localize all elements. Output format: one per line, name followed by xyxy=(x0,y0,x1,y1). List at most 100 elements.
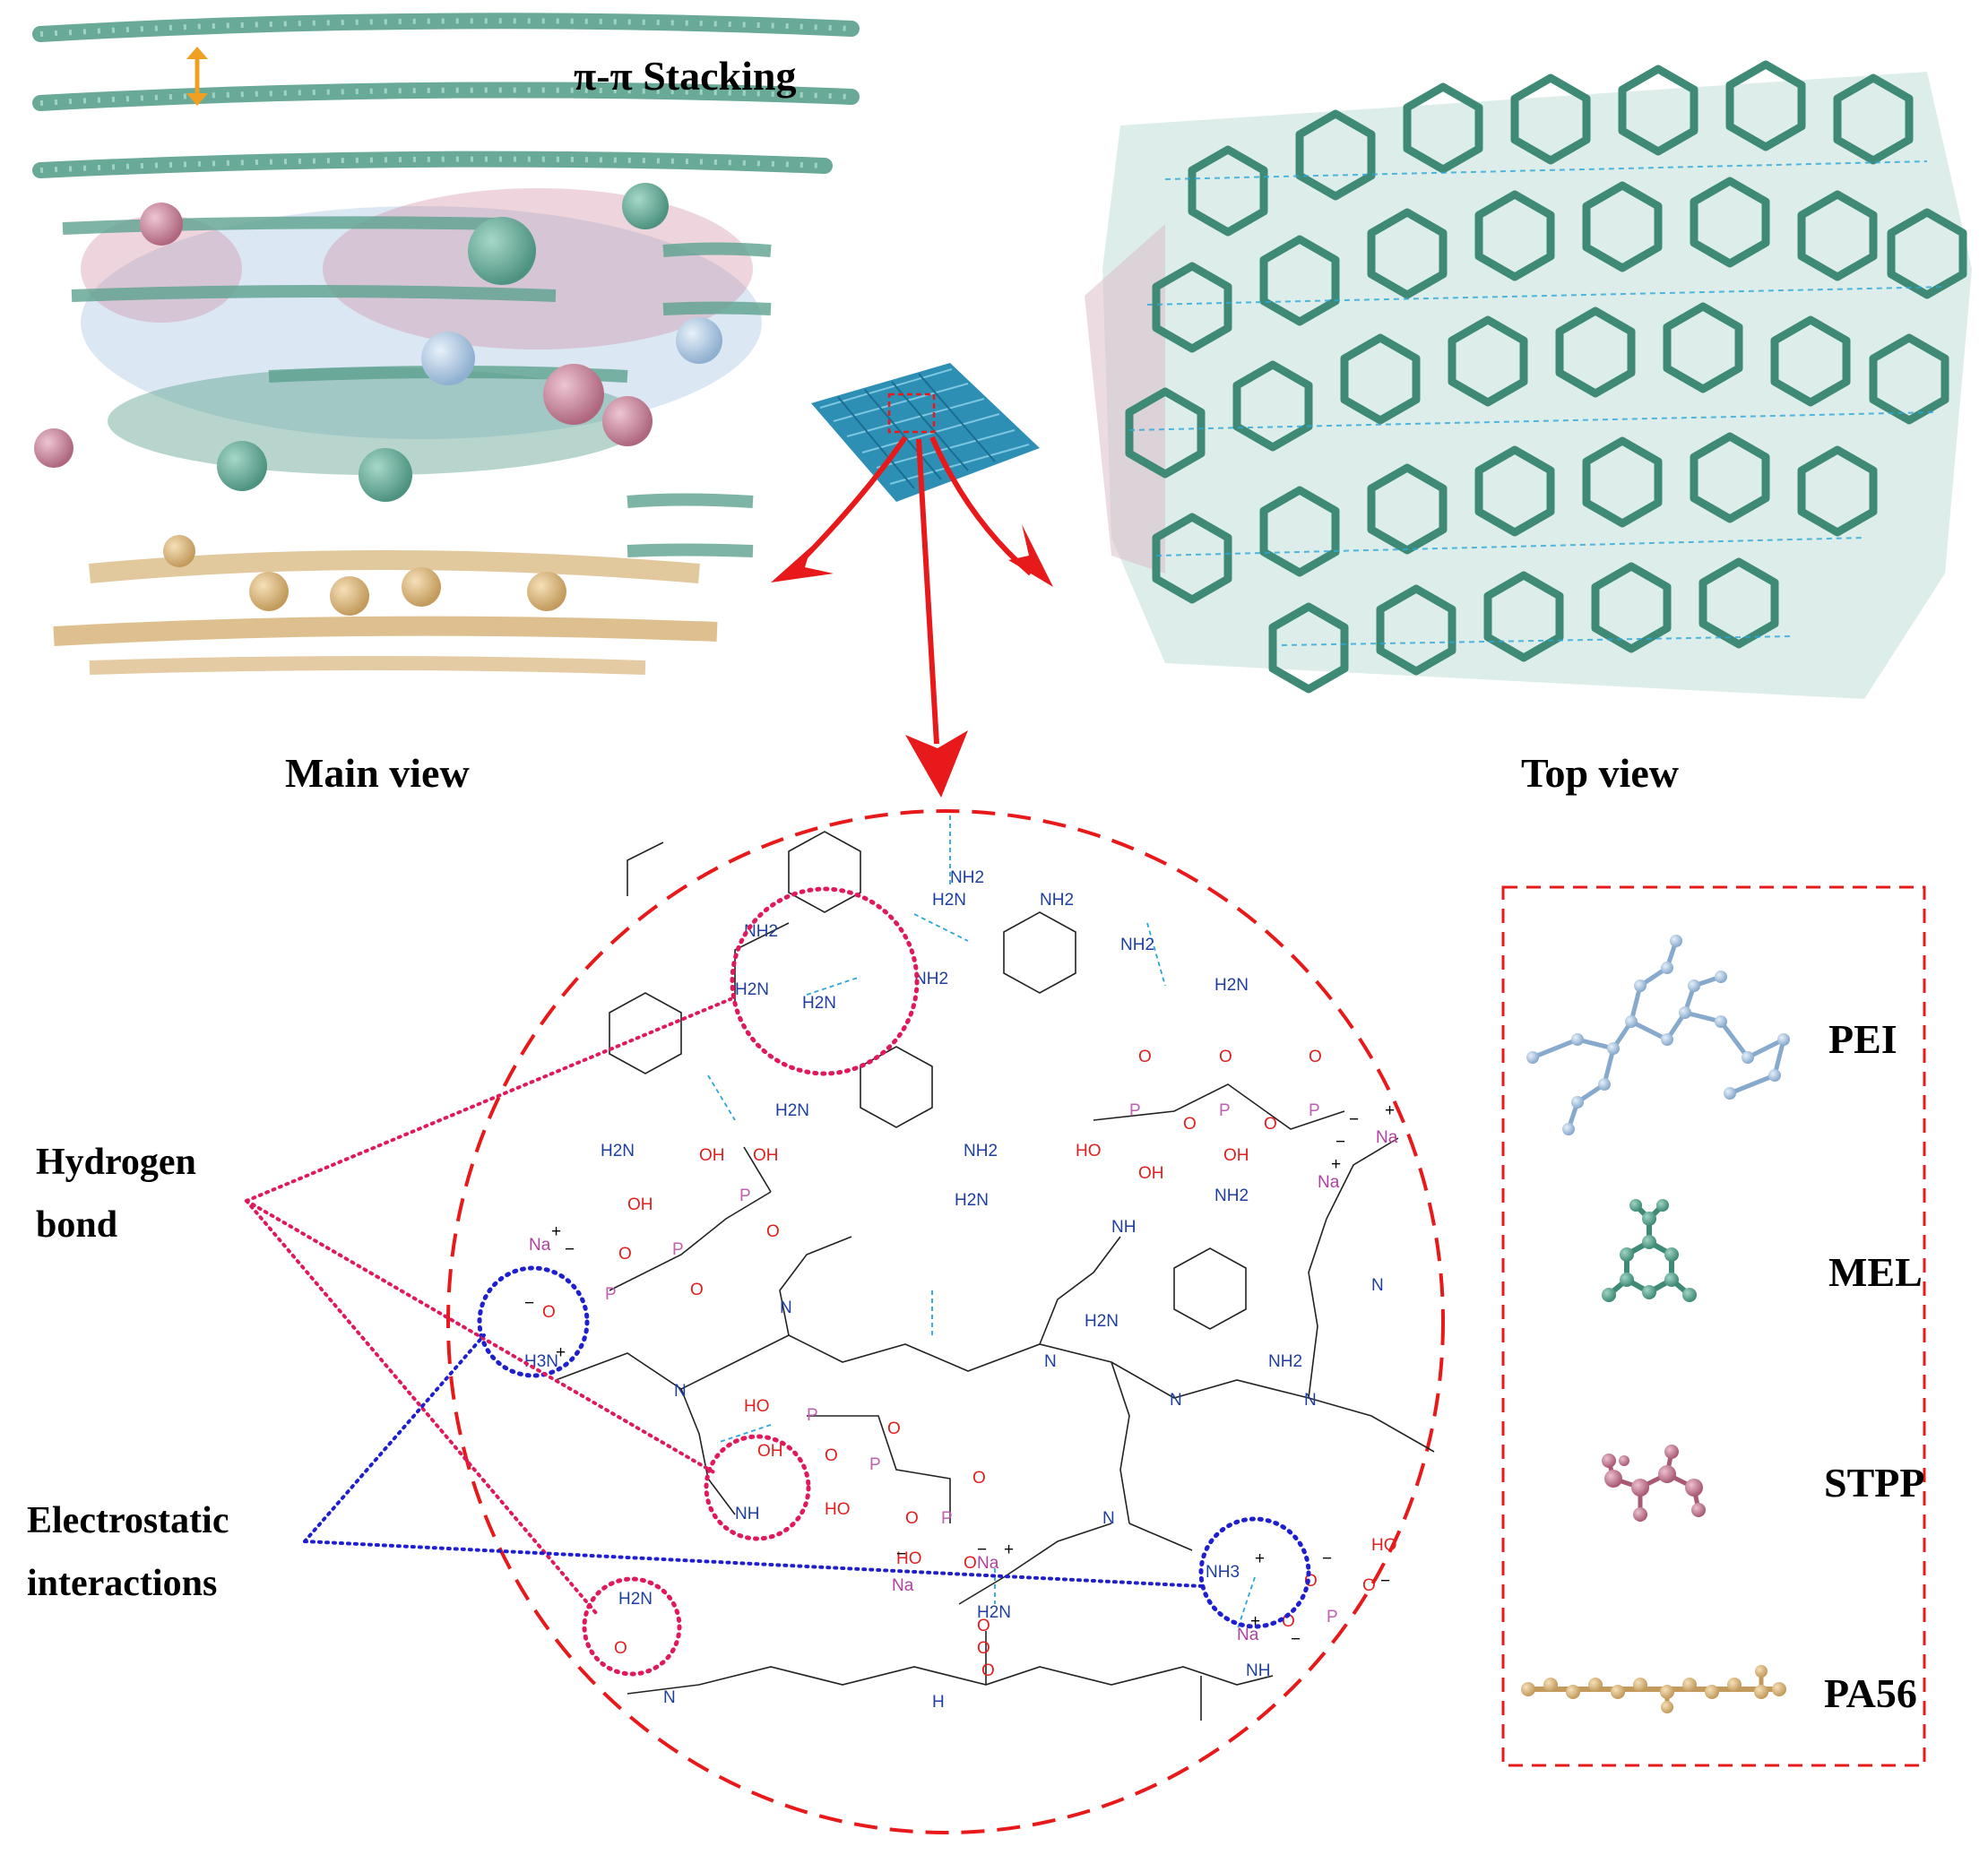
charge-label: + xyxy=(1331,1155,1341,1174)
triazine-ring xyxy=(1003,911,1076,994)
top-view-model xyxy=(1085,60,1972,699)
legend-label-stpp: STPP xyxy=(1824,1460,1924,1506)
atom-label: O xyxy=(1309,1048,1322,1066)
atom-label: NH3 xyxy=(1206,1563,1240,1582)
legend-item-mel: MEL xyxy=(1602,1199,1923,1302)
stpp-chain xyxy=(1093,1083,1345,1130)
charge-label: + xyxy=(1250,1612,1260,1631)
atom-label: O xyxy=(1304,1572,1318,1591)
electrostatic-label-line1: Electrostatic xyxy=(27,1500,229,1541)
main-view-label: Main view xyxy=(285,750,470,796)
charge-label: − xyxy=(977,1540,987,1559)
pa56-layer xyxy=(53,535,718,675)
atom-label: O xyxy=(1362,1576,1376,1595)
pi-stacking-label: π-π Stacking xyxy=(574,53,797,99)
charge-label: − xyxy=(1380,1572,1390,1591)
atom-label: OH xyxy=(753,1146,779,1165)
atom-label: N xyxy=(1371,1276,1384,1295)
pei-molecule-icon xyxy=(1532,940,1787,1130)
hexagon-network xyxy=(1125,60,1967,694)
atom-label: O xyxy=(766,1222,780,1241)
atom-label: O xyxy=(690,1281,704,1299)
charge-label: + xyxy=(1004,1540,1014,1559)
atom-label: Na xyxy=(529,1236,551,1255)
charge-label: + xyxy=(556,1343,566,1362)
atom-label: P xyxy=(941,1509,953,1528)
top-view-label: Top view xyxy=(1521,750,1679,796)
atom-label: O xyxy=(972,1469,986,1488)
atom-label: N xyxy=(674,1382,687,1401)
stacking-arrow xyxy=(186,47,208,106)
atom-label: OH xyxy=(1223,1146,1249,1165)
electrostatic-label-line2: interactions xyxy=(27,1563,217,1604)
atom-label: P xyxy=(869,1455,881,1474)
pei-chain xyxy=(958,1523,1193,1605)
atom-label: N xyxy=(1102,1509,1115,1528)
atom-label: NH2 xyxy=(1268,1352,1302,1371)
stpp-chain xyxy=(807,1415,951,1523)
triazine-ring xyxy=(1173,1247,1247,1330)
atom-label: HO xyxy=(744,1397,770,1416)
atom-label: NH2 xyxy=(1120,936,1154,954)
atom-label: P xyxy=(739,1186,751,1205)
atom-label: P xyxy=(1309,1101,1320,1120)
atom-label: N xyxy=(1044,1352,1057,1371)
triazine-ring xyxy=(860,1046,933,1128)
atom-label: NH2 xyxy=(950,868,984,887)
atom-label: OH xyxy=(627,1195,653,1214)
stacked-layer-1 xyxy=(32,13,860,42)
atom-label: H2N xyxy=(618,1590,653,1609)
electrostatic-highlight-circle xyxy=(1198,1516,1311,1629)
atom-label: H2N xyxy=(802,994,836,1013)
bond xyxy=(627,841,790,1004)
legend-border xyxy=(1501,885,1926,1767)
atom-label: O xyxy=(1138,1048,1152,1066)
legend-item-stpp: STPP xyxy=(1602,1445,1924,1522)
legend-label-pei: PEI xyxy=(1828,1016,1897,1062)
atom-label: H2N xyxy=(775,1101,809,1120)
atom-label: Na xyxy=(892,1576,914,1595)
legend: PEI MEL STPP xyxy=(1501,885,1926,1767)
atom-label: H2N xyxy=(932,891,966,910)
hbond-highlight-circle xyxy=(582,1576,682,1677)
atom-label: P xyxy=(1129,1101,1141,1120)
hbond-highlight-circle xyxy=(730,886,920,1076)
legend-item-pei: PEI xyxy=(1526,935,1897,1135)
electrostatic-highlight-circle xyxy=(477,1265,590,1378)
fabric-swatch xyxy=(811,363,1040,502)
pei-chain xyxy=(1308,1137,1399,1399)
pa56-chain xyxy=(627,1666,1274,1695)
stacked-layer-2 xyxy=(32,82,860,111)
atom-label: O xyxy=(1183,1115,1197,1134)
atom-label: H2N xyxy=(1085,1312,1119,1331)
legend-label-pa56: PA56 xyxy=(1824,1670,1917,1716)
charge-label: − xyxy=(1291,1630,1301,1649)
atom-label: O xyxy=(1264,1115,1277,1134)
stpp-molecule-icon xyxy=(1606,1451,1701,1514)
atom-label: NH xyxy=(1246,1661,1270,1680)
main-view-model: π-π Stacking xyxy=(32,13,860,675)
stacked-layer-3 xyxy=(32,151,833,178)
legend-label-mel: MEL xyxy=(1828,1249,1923,1295)
interlayer-clusters xyxy=(34,183,772,557)
atom-label: NH2 xyxy=(914,970,948,988)
atom-label: N xyxy=(1304,1391,1317,1410)
atom-label: P xyxy=(807,1406,818,1425)
arrow-to-zoom-view xyxy=(905,730,968,798)
atom-label: HO xyxy=(1371,1536,1397,1555)
atom-label: NH2 xyxy=(964,1142,998,1160)
atom-label: NH2 xyxy=(1040,891,1074,910)
charge-label: − xyxy=(896,1545,906,1564)
atom-label: H xyxy=(932,1693,945,1712)
atom-label: O xyxy=(964,1554,977,1573)
pa56-chain xyxy=(985,1631,1202,1721)
atom-label: N xyxy=(1170,1391,1182,1410)
zoom-circle xyxy=(446,809,1445,1834)
atom-label: P xyxy=(1327,1608,1338,1626)
atom-label: N xyxy=(663,1688,676,1707)
hbond-mesh xyxy=(1128,160,1946,646)
charge-label: − xyxy=(565,1240,575,1259)
atom-label: Na xyxy=(977,1554,999,1573)
atom-label: NH2 xyxy=(1214,1186,1249,1205)
